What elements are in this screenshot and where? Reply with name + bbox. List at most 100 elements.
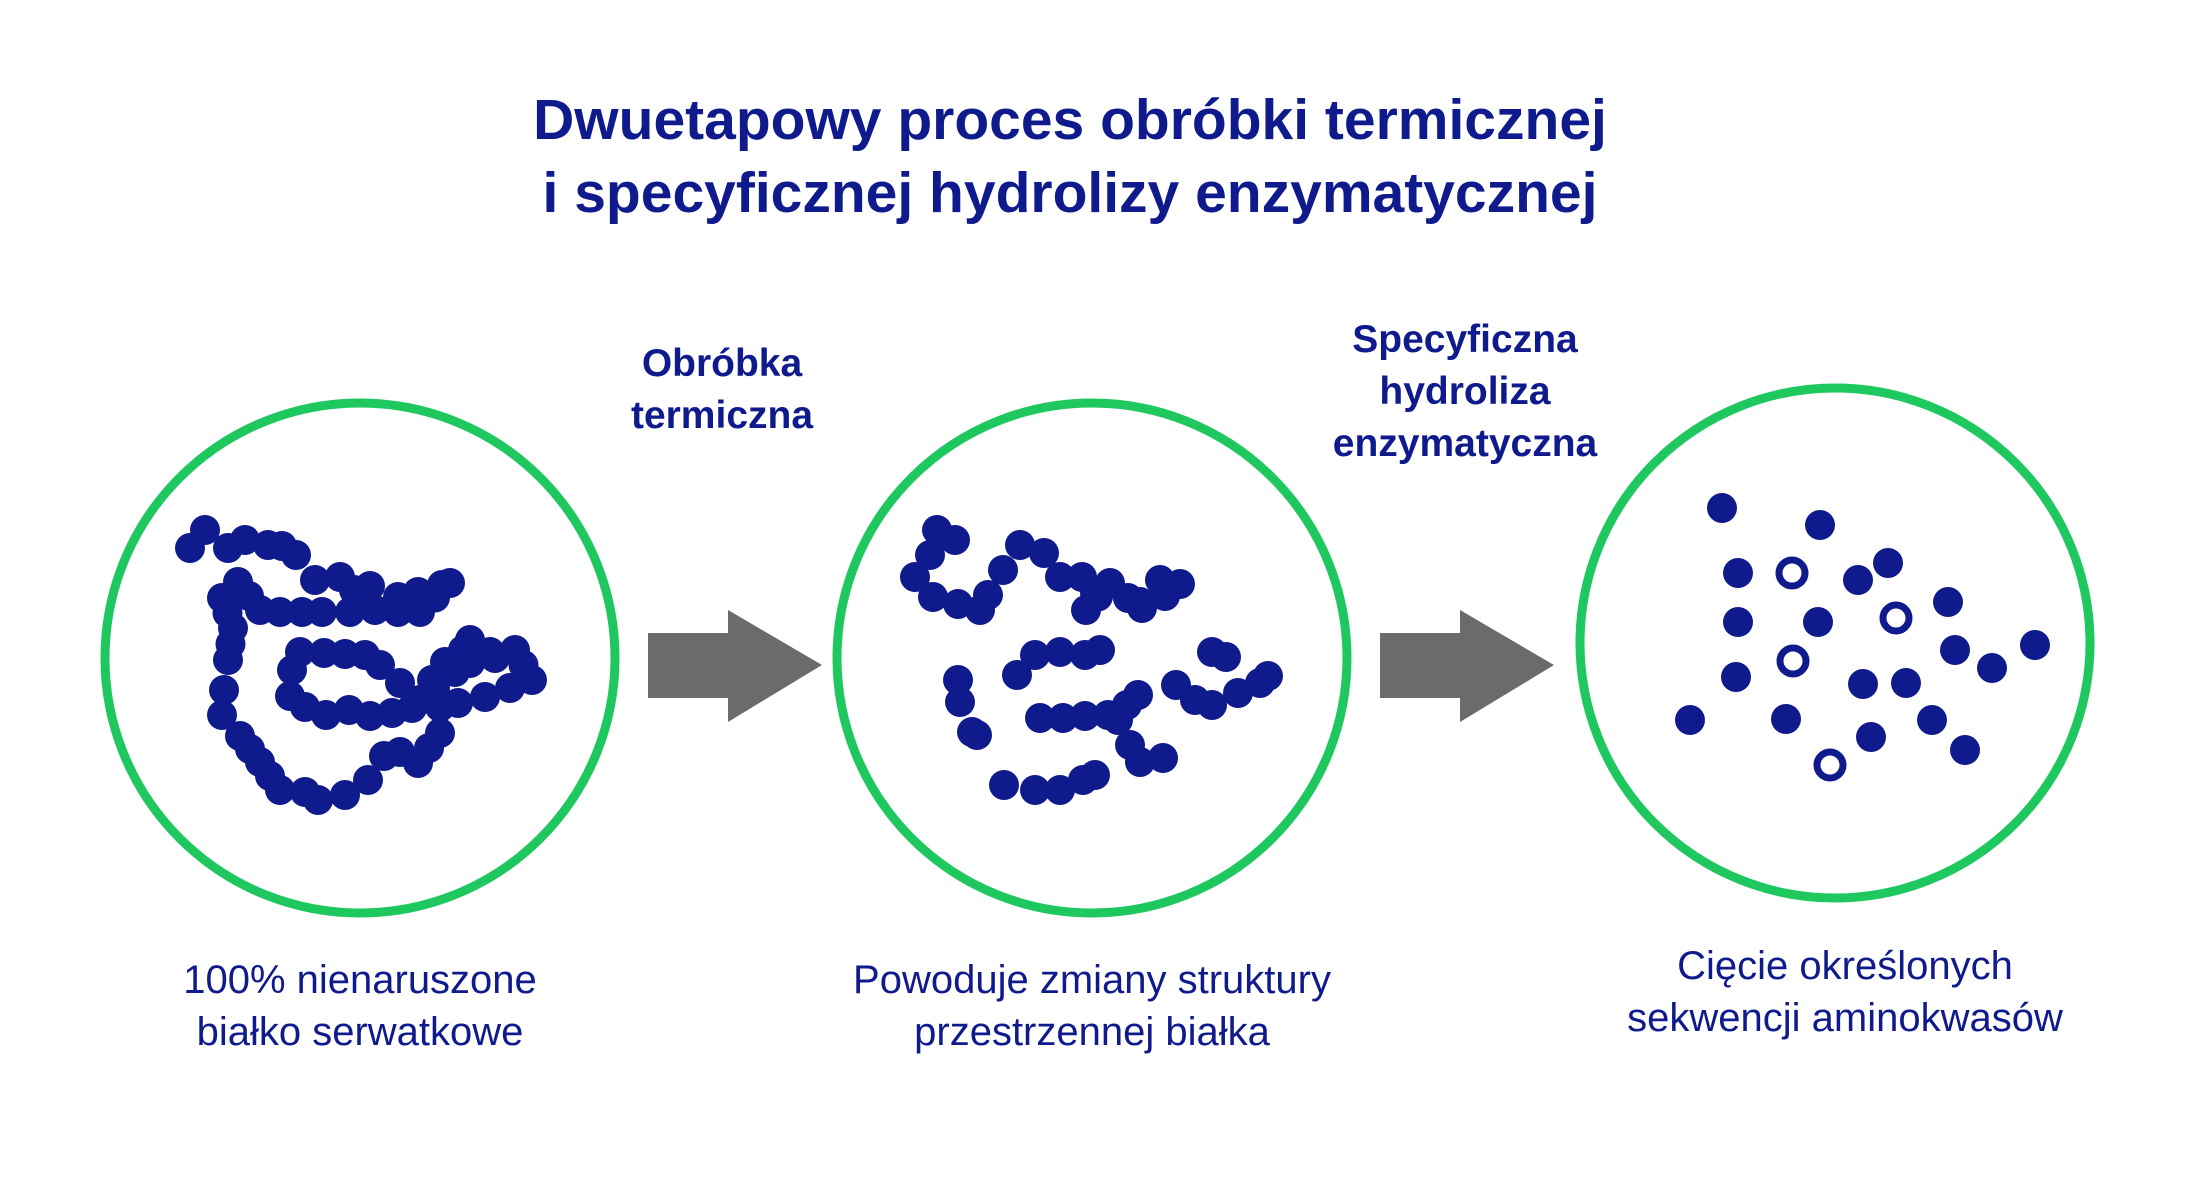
amino-acid-bead	[1125, 587, 1155, 617]
amino-acid-bead	[365, 650, 395, 680]
amino-acid-bead	[475, 637, 505, 667]
amino-acid-bead	[1950, 735, 1980, 765]
step-label-line: termiczna	[630, 394, 814, 437]
amino-acid-bead	[943, 665, 973, 695]
amino-acid-bead	[1045, 775, 1075, 805]
amino-acid-bead	[1048, 703, 1078, 733]
amino-acid-bead	[1675, 705, 1705, 735]
amino-acid-bead	[1070, 701, 1100, 731]
amino-acid-bead	[1933, 587, 1963, 617]
amino-acid-bead	[2020, 630, 2050, 660]
amino-acid-bead	[1125, 747, 1155, 777]
amino-acid-bead	[281, 540, 311, 570]
amino-acid-open-bead	[1776, 644, 1810, 678]
amino-acid-bead	[1843, 565, 1873, 595]
amino-acid-bead	[1707, 493, 1737, 523]
step-label-thermal-treatment: Obróbka termiczna	[572, 338, 872, 442]
amino-acid-bead	[1020, 640, 1050, 670]
amino-acid-bead	[1856, 722, 1886, 752]
amino-acid-bead	[1029, 538, 1059, 568]
stage-caption-native: 100% nienaruszone białko serwatkowe	[110, 954, 610, 1058]
amino-acid-bead	[425, 718, 455, 748]
amino-acid-fragments	[1675, 493, 2050, 782]
diagram-title-line-1: Dwuetapowy proces obróbki termicznej	[533, 88, 1607, 152]
stage-circle	[100, 398, 620, 918]
amino-acid-bead	[1005, 530, 1035, 560]
protein-chain-intact	[175, 515, 547, 815]
amino-acid-bead	[275, 681, 305, 711]
amino-acid-bead	[287, 597, 317, 627]
amino-acid-bead	[1020, 775, 1050, 805]
amino-acid-bead	[973, 580, 1003, 610]
amino-acid-bead	[900, 562, 930, 592]
amino-acid-bead	[1771, 704, 1801, 734]
amino-acid-bead	[213, 645, 243, 675]
amino-acid-bead	[353, 765, 383, 795]
amino-acid-bead	[962, 720, 992, 750]
protein-chain-unfolded	[900, 515, 1283, 805]
step-label-line: Obróbka	[641, 342, 803, 385]
amino-acid-bead	[1723, 558, 1753, 588]
amino-acid-bead	[989, 770, 1019, 800]
step-label-line: Specyficzna	[1352, 318, 1578, 361]
amino-acid-bead	[385, 668, 415, 698]
amino-acid-bead	[1148, 743, 1178, 773]
amino-acid-bead	[1145, 565, 1175, 595]
stage-caption-hydrolysed: Cięcie określonych sekwencji aminokwasów	[1530, 940, 2160, 1044]
amino-acid-bead	[1803, 607, 1833, 637]
step-label-line: hydroliza	[1379, 370, 1551, 413]
amino-acid-bead	[1253, 661, 1283, 691]
amino-acid-bead	[1848, 669, 1878, 699]
amino-acid-open-bead	[1813, 748, 1847, 782]
amino-acid-bead	[1805, 510, 1835, 540]
amino-acid-bead	[1977, 653, 2007, 683]
amino-acid-bead	[1873, 548, 1903, 578]
amino-acid-bead	[330, 780, 360, 810]
amino-acid-bead	[1045, 637, 1075, 667]
amino-acid-bead	[1211, 642, 1241, 672]
amino-acid-bead	[383, 597, 413, 627]
amino-acid-bead	[334, 695, 364, 725]
amino-acid-bead	[495, 673, 525, 703]
amino-acid-bead	[945, 687, 975, 717]
stage-circle	[1575, 383, 2095, 903]
amino-acid-bead	[915, 540, 945, 570]
amino-acid-bead	[443, 688, 473, 718]
caption-line: 100% nienaruszone	[183, 958, 537, 1002]
amino-acid-bead	[1917, 705, 1947, 735]
amino-acid-bead	[377, 698, 407, 728]
amino-acid-bead	[1002, 660, 1032, 690]
stage-circle	[832, 398, 1352, 918]
amino-acid-bead	[209, 675, 239, 705]
amino-acid-bead	[355, 571, 385, 601]
stage-2-denatured-protein	[832, 398, 1352, 918]
caption-line: przestrzennej białka	[914, 1010, 1270, 1054]
stage-caption-denatured: Powoduje zmiany struktury przestrzennej …	[742, 954, 1442, 1058]
process-arrow-icon	[1380, 610, 1554, 722]
step-label-line: enzymatyczna	[1332, 422, 1598, 465]
amino-acid-bead	[1085, 635, 1115, 665]
amino-acid-bead	[1045, 562, 1075, 592]
amino-acid-bead	[1025, 703, 1055, 733]
amino-acid-bead	[405, 597, 435, 627]
amino-acid-bead	[230, 525, 260, 555]
amino-acid-bead	[1123, 680, 1153, 710]
caption-line: Powoduje zmiany struktury	[853, 958, 1331, 1002]
amino-acid-bead	[207, 700, 237, 730]
caption-line: Cięcie określonych	[1677, 944, 2013, 988]
stage-1-native-protein	[100, 398, 620, 918]
amino-acid-bead	[420, 673, 450, 703]
amino-acid-open-bead	[1879, 601, 1913, 635]
amino-acid-bead	[1197, 690, 1227, 720]
amino-acid-bead	[988, 555, 1018, 585]
stage-3-hydrolysed-protein	[1575, 383, 2095, 903]
amino-acid-bead	[1721, 662, 1751, 692]
amino-acid-bead	[1103, 705, 1133, 735]
diagram-title-line-2: i specyficznej hydrolizy enzymatycznej	[542, 161, 1598, 225]
amino-acid-bead	[1068, 765, 1098, 795]
amino-acid-bead	[1723, 607, 1753, 637]
amino-acid-bead	[940, 525, 970, 555]
caption-line: sekwencji aminokwasów	[1627, 996, 2063, 1040]
